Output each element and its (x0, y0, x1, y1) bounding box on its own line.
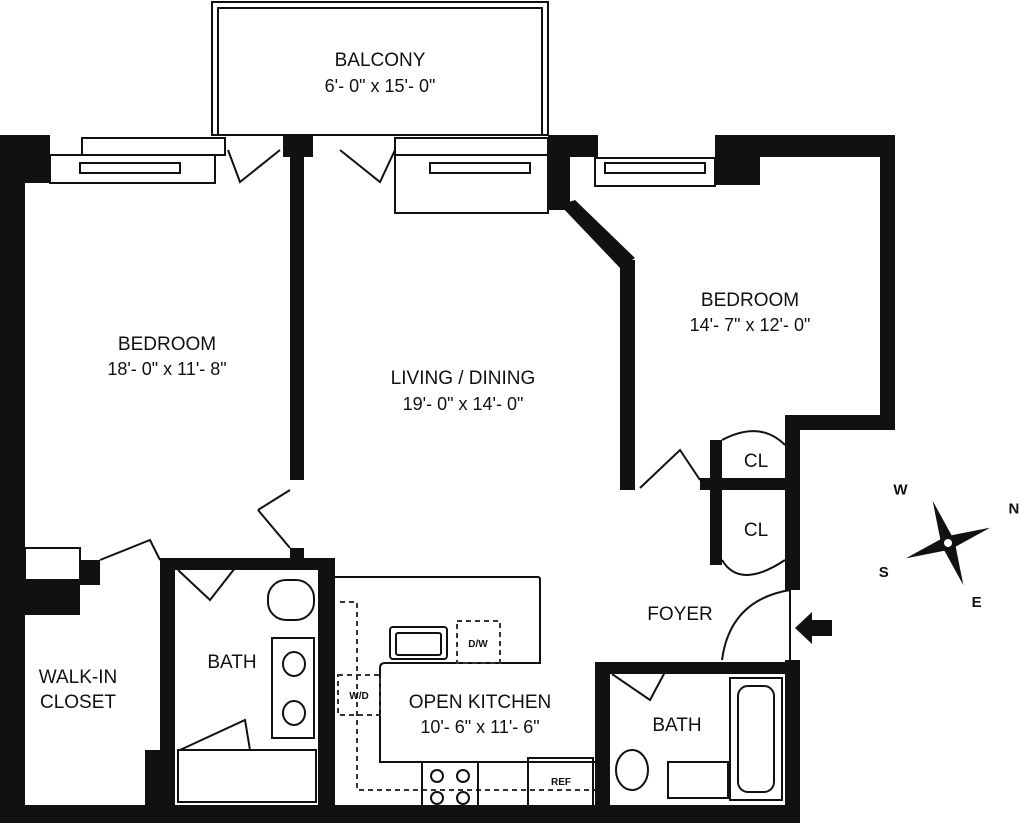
closet-1-label: CL (744, 451, 768, 472)
balcony-label: BALCONY (335, 50, 426, 71)
kitchen-dims: 10'- 6" x 11'- 6" (420, 717, 539, 737)
foyer-label: FOYER (647, 604, 712, 625)
living-dining-dims: 19'- 0" x 14'- 0" (403, 394, 524, 414)
walls (0, 135, 895, 823)
compass-e: E (972, 594, 982, 611)
living-dining-label: LIVING / DINING (391, 368, 536, 389)
bedroom-right-dims: 14'- 7" x 12'- 0" (690, 315, 811, 335)
refrigerator-label: REF (551, 777, 571, 788)
bath-fixtures (177, 579, 783, 803)
bedroom-left-label: BEDROOM (118, 334, 216, 355)
kitchen-fixtures (335, 576, 600, 811)
kitchen-label: OPEN KITCHEN (409, 692, 552, 713)
entry-arrow-icon (795, 612, 832, 644)
walk-in-closet-label-1: WALK-IN (39, 667, 117, 688)
windows (3, 137, 716, 581)
compass-icon: W N S E (879, 481, 1020, 611)
doors (99, 149, 791, 751)
washer-dryer-label: W/D (349, 691, 368, 702)
walk-in-closet-label-2: CLOSET (40, 692, 116, 713)
bath-right-label: BATH (652, 715, 701, 736)
dishwasher-label: D/W (468, 639, 488, 650)
compass-w: W (893, 481, 908, 498)
compass-n: N (1009, 501, 1020, 518)
balcony-dims: 6'- 0" x 15'- 0" (325, 76, 436, 96)
closet-2-label: CL (744, 520, 768, 541)
bath-left-label: BATH (207, 652, 256, 673)
bedroom-right-label: BEDROOM (701, 290, 799, 311)
compass-s: S (879, 564, 889, 581)
bedroom-left-dims: 18'- 0" x 11'- 8" (107, 359, 226, 379)
balcony (211, 1, 549, 136)
